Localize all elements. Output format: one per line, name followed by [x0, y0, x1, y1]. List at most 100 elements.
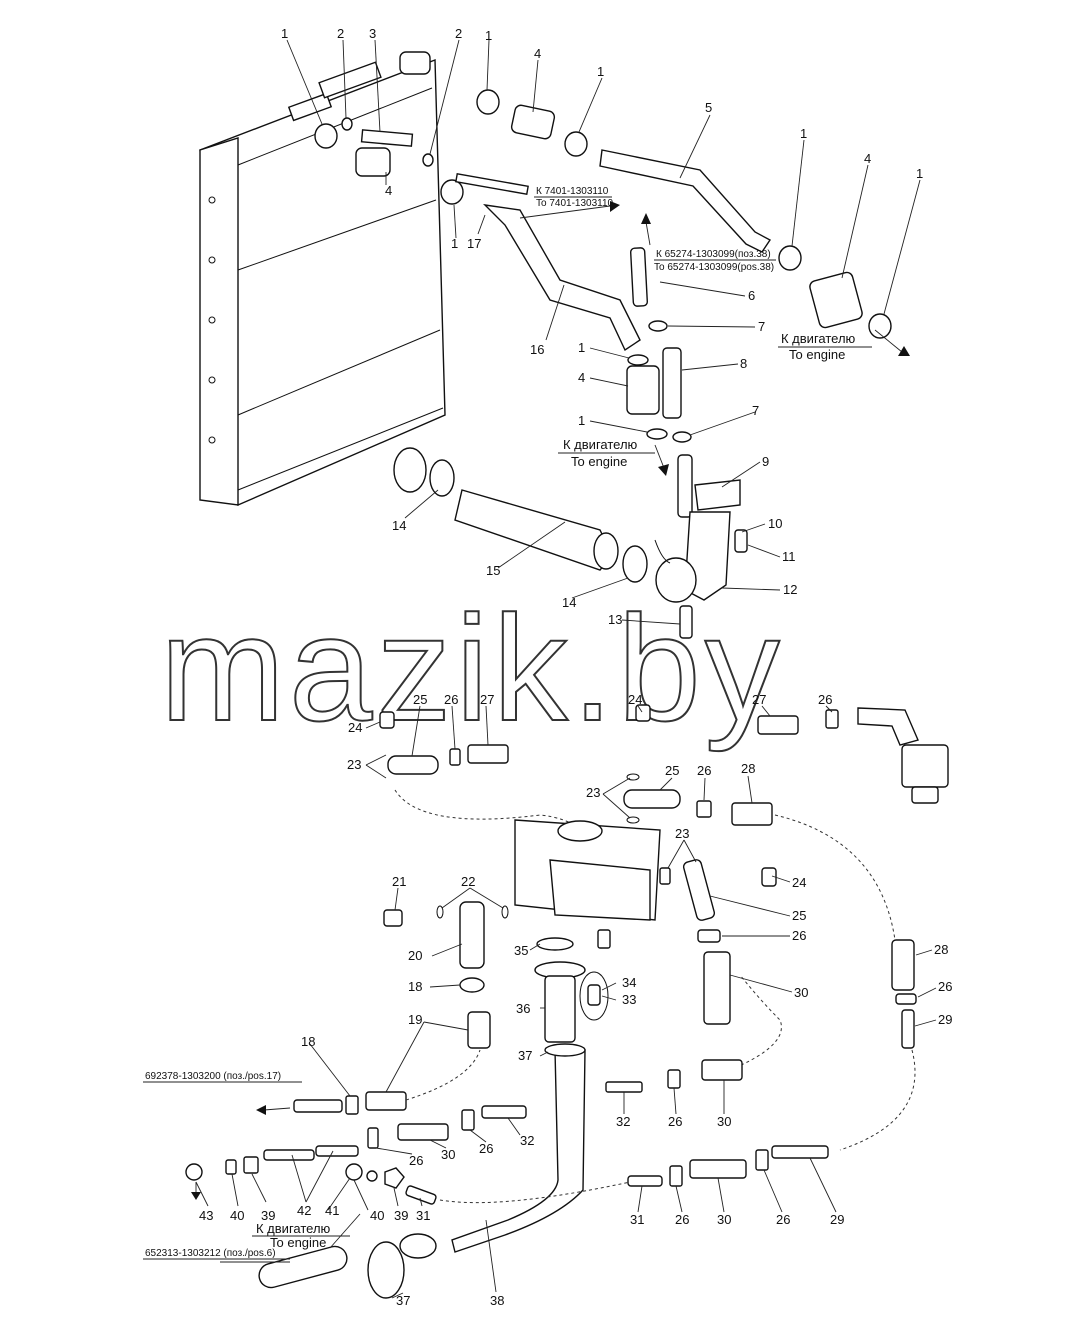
- callout-1: 1: [597, 64, 604, 79]
- ring-22a: [436, 905, 444, 919]
- callout-26: 26: [818, 692, 832, 707]
- clamp-37b: [367, 1241, 405, 1299]
- tank-valve: [597, 929, 611, 949]
- clamp-1c: [476, 89, 500, 115]
- clamp-14a: [429, 459, 455, 497]
- callout-19: 19: [408, 1012, 422, 1027]
- bolt-11: [734, 529, 748, 553]
- ring-26c: [696, 800, 712, 818]
- hose-30d: [689, 1159, 747, 1179]
- callout-42: 42: [297, 1203, 311, 1218]
- hose-16: [483, 204, 641, 352]
- callout-29: 29: [938, 1012, 952, 1027]
- fitting-25c: [682, 859, 716, 921]
- pipe-9: [677, 454, 693, 518]
- pipe-32b: [481, 1105, 527, 1119]
- pipe-42a: [263, 1149, 315, 1161]
- callout-27: 27: [480, 692, 494, 707]
- clamp-1e: [778, 245, 802, 271]
- ref-7401-en: To 7401-1303110: [536, 198, 614, 209]
- callout-32: 32: [616, 1114, 630, 1129]
- callout-24: 24: [628, 692, 642, 707]
- valve-top: [901, 744, 949, 788]
- housing-12-outlet: [655, 557, 697, 603]
- callout-37: 37: [396, 1293, 410, 1308]
- hose-30b: [701, 1059, 743, 1081]
- pipe-692378: [293, 1099, 343, 1113]
- callout-40: 40: [370, 1208, 384, 1223]
- pipe-652313: [258, 1245, 348, 1289]
- pipe-31b: [627, 1175, 663, 1187]
- callout-25: 25: [792, 908, 806, 923]
- callout-38: 38: [490, 1293, 504, 1308]
- callout-30: 30: [717, 1114, 731, 1129]
- callout-24: 24: [792, 875, 806, 890]
- callout-30: 30: [441, 1147, 455, 1162]
- callout-31: 31: [630, 1212, 644, 1227]
- clamp-14b: [622, 545, 648, 583]
- callout-34: 34: [622, 975, 636, 990]
- callout-28: 28: [741, 761, 755, 776]
- hose-38-end: [399, 1233, 437, 1259]
- pipe-42b: [315, 1145, 359, 1157]
- ring-40b: [366, 1170, 378, 1182]
- hose-4b: [510, 104, 556, 140]
- hose-4a: [355, 147, 391, 177]
- tank-cap: [557, 820, 603, 842]
- callout-31: 31: [416, 1208, 430, 1223]
- callout-32: 32: [520, 1133, 534, 1148]
- pipe-3: [360, 129, 414, 147]
- ring-23b: [626, 773, 640, 781]
- dash-path-a: [394, 789, 601, 861]
- callout-27: 27: [752, 692, 766, 707]
- fitting-25a: [387, 755, 439, 775]
- note-engine-en: To engine: [789, 347, 845, 362]
- callout-14: 14: [392, 518, 406, 533]
- upper-hoses: [314, 89, 892, 443]
- ring-26g: [461, 1109, 475, 1131]
- radiator: [199, 51, 446, 507]
- callout-26: 26: [792, 928, 806, 943]
- callout-3: 3: [369, 26, 376, 41]
- pipe-17: [455, 172, 529, 196]
- ring-26f: [667, 1069, 681, 1089]
- callout-23: 23: [586, 785, 600, 800]
- callout-26: 26: [675, 1212, 689, 1227]
- dash-path-e: [839, 1049, 916, 1151]
- callout-18: 18: [408, 979, 422, 994]
- note-engine-ru: К двигателю: [256, 1221, 331, 1236]
- callout-39: 39: [394, 1208, 408, 1223]
- callout-1: 1: [800, 126, 807, 141]
- lower-piping: [185, 704, 949, 1299]
- ring-26b: [825, 709, 839, 729]
- hose-5: [599, 149, 772, 253]
- callout-15: 15: [486, 563, 500, 578]
- callout-28: 28: [934, 942, 948, 957]
- callout-4: 4: [534, 46, 541, 61]
- ring-23b2: [626, 816, 640, 824]
- clamp-1h: [646, 428, 668, 440]
- ring-26a: [449, 748, 461, 766]
- clamp-1a: [314, 123, 338, 149]
- callout-29: 29: [830, 1212, 844, 1227]
- hose-27b: [757, 715, 799, 735]
- callout-39: 39: [261, 1208, 275, 1223]
- callout-37: 37: [518, 1048, 532, 1063]
- clamp-37a: [544, 1043, 586, 1057]
- ring-18b: [345, 1095, 359, 1115]
- valve-top-base: [911, 786, 939, 804]
- note-engine-en: To engine: [571, 454, 627, 469]
- ring-26d: [697, 929, 721, 943]
- ring-35: [536, 937, 574, 951]
- callout-13: 13: [608, 612, 622, 627]
- callout-21: 21: [392, 874, 406, 889]
- gasket-9: [694, 479, 741, 511]
- callout-25: 25: [665, 763, 679, 778]
- callout-30: 30: [794, 985, 808, 1000]
- callout-1: 1: [578, 413, 585, 428]
- pipe-31a: [405, 1185, 437, 1205]
- ref-692378: 692378-1303200 (поз./pos.17): [145, 1071, 281, 1082]
- note-engine-en: To engine: [270, 1235, 326, 1250]
- ring-7b: [672, 431, 692, 443]
